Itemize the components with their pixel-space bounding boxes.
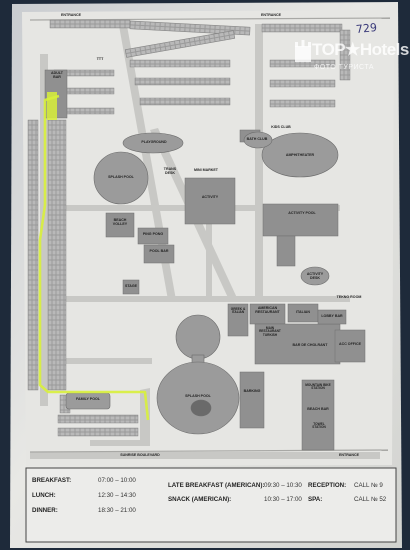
italian-label: ITALIAN xyxy=(296,310,310,314)
splash-pool-top-label: SPLASH POOL xyxy=(108,175,134,179)
activity-pool-label: ACTIVITY POOL xyxy=(288,211,316,215)
activity-desk-label: ACTIVITY DESK xyxy=(306,272,324,280)
tekno-room-label: TEKNO ROOM xyxy=(336,295,362,299)
pool-bar-label: POOL BAR xyxy=(149,249,169,253)
entrance-bottom-label: ENTRANCE xyxy=(339,453,359,457)
buildings xyxy=(44,69,366,451)
trans-desk-label: TRANS DESK xyxy=(163,167,177,175)
room-blocks xyxy=(27,19,351,437)
highlighted-zone xyxy=(47,92,57,120)
kids-club-label: KIDS CLUB xyxy=(271,125,291,129)
activity-label: ACTIVITY xyxy=(201,195,219,199)
beach-bar-label: BEACH BAR xyxy=(307,407,329,411)
beach-volley-label: BEACH VOLLEY xyxy=(112,218,128,226)
splash-pool-main-label: SPLASH POOL xyxy=(185,394,211,398)
family-pool-label: FAMILY POOL xyxy=(76,397,100,401)
amphitheater-label: AMPHITHEATER xyxy=(285,153,315,157)
acc-office-label: ACC OFFICE xyxy=(339,342,361,346)
lobby-bar-label: LOBBY BAR xyxy=(321,314,343,318)
bath-club-label: BATH CLUB xyxy=(246,137,268,141)
castle-logo-icon xyxy=(295,40,311,62)
bar-de-cholrant-label: BAR DE CHOLRANT xyxy=(292,343,328,347)
stage-label: STAGE xyxy=(124,284,138,288)
watermark-brand: TOP★Hotels xyxy=(312,40,409,59)
pools xyxy=(65,131,339,435)
greek-italian-label: GREEK & ITALIAN xyxy=(230,307,246,315)
highlighted-route xyxy=(38,94,150,421)
ttt-label: TTT xyxy=(96,57,104,61)
entrance-top-right-label: ENTRANCE xyxy=(261,13,281,17)
main-restaurant-label: MAIN RESTAURANT TURKISH xyxy=(259,326,281,337)
ping-pong-label: PING PONG xyxy=(142,232,164,236)
playground-label: PLAYGROUND xyxy=(141,140,167,144)
watermark-subtitle: ФОТО ТУРИСТА xyxy=(314,64,375,71)
tophotels-watermark: TOP★Hotels ФОТО ТУРИСТА xyxy=(292,36,409,86)
mountain-bike-label: MOUNTAIN BIKE STATION xyxy=(305,383,331,391)
schedule-box xyxy=(25,467,397,543)
sunrise-boulevard-label: SUNRISE BOULEVARD xyxy=(120,453,160,457)
mini-market-label: MINI MARKET xyxy=(194,168,218,172)
entrance-top-label: ENTRANCE xyxy=(61,13,81,17)
towel-station-label: TOWEL STATION xyxy=(312,422,326,430)
barking-label: BARKING xyxy=(243,389,261,393)
american-restaurant-label: AMERICAN RESTAURANT xyxy=(255,306,280,314)
perimeter-road xyxy=(29,17,391,453)
handwritten-number: 729 xyxy=(355,20,378,37)
adult-bar-label: ADULT BAR xyxy=(51,71,63,79)
